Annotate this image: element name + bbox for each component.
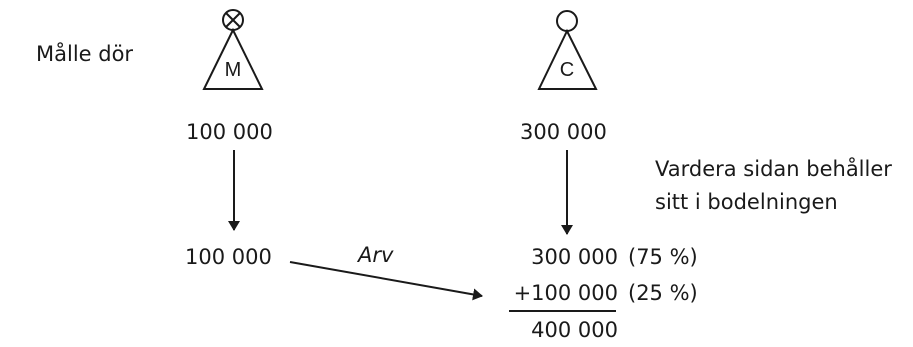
total-amount: 400 000 — [531, 318, 618, 342]
caption: Målle dör — [36, 42, 134, 66]
person-m-amount-before: 100 000 — [186, 120, 273, 144]
person-c-symbol: C — [537, 10, 598, 90]
person-m-symbol: M — [202, 9, 264, 90]
note-line-1: Vardera sidan behåller — [655, 157, 892, 181]
note-line-2: sitt i bodelningen — [655, 190, 838, 214]
triangle-icon — [202, 27, 264, 90]
person-c-amount-before: 300 000 — [520, 120, 607, 144]
triangle-icon — [537, 28, 598, 90]
inherited-amount: +100 000 — [513, 281, 618, 305]
inherited-percent: (25 %) — [628, 281, 698, 305]
inheritance-label: Arv — [358, 243, 394, 267]
person-m-amount-after: 100 000 — [185, 245, 272, 269]
person-m-label: M — [225, 59, 242, 81]
living-circle-icon — [556, 10, 578, 32]
own-share-amount: 300 000 — [531, 245, 618, 269]
inheritance-arrow — [289, 261, 483, 301]
person-c-label: C — [560, 59, 574, 81]
own-share-percent: (75 %) — [628, 245, 698, 269]
